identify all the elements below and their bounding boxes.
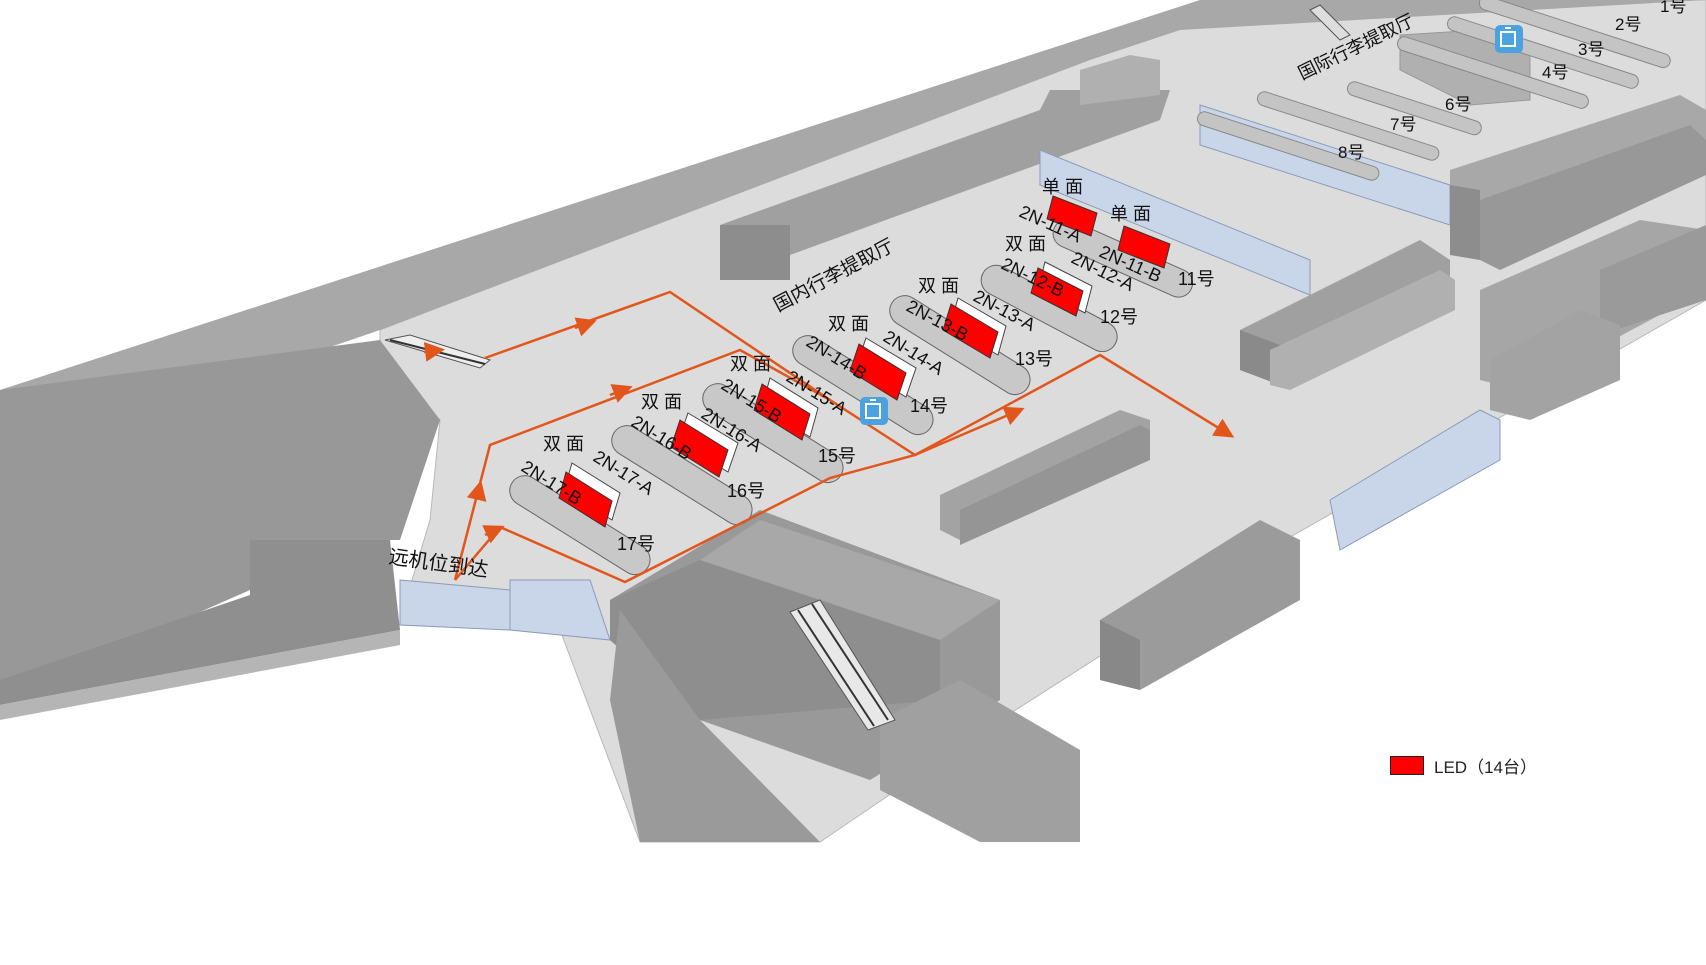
intl-belt-label: 4号 bbox=[1542, 63, 1568, 82]
led-screen-2N-16-red[interactable] bbox=[670, 419, 729, 478]
outer-wall-left bbox=[0, 340, 440, 700]
intl-belt-label: 7号 bbox=[1390, 115, 1416, 134]
route-arrow-marker bbox=[609, 384, 633, 403]
route-line-top bbox=[484, 290, 1235, 457]
belt-number: 13号 bbox=[1015, 349, 1053, 369]
intl-belt-label: 1号 bbox=[1660, 0, 1686, 16]
face-label: 双 面 bbox=[543, 434, 584, 454]
intl-belt-1 bbox=[1478, 0, 1671, 69]
route-arrow-marker bbox=[574, 317, 597, 337]
belt-number: 12号 bbox=[1100, 307, 1138, 327]
legend: LED（14台） bbox=[1390, 753, 1537, 778]
mid-top-wall-face bbox=[720, 225, 790, 280]
right-wall-block-1-face bbox=[1450, 185, 1480, 260]
face-label: 双 面 bbox=[828, 314, 869, 334]
route-arrow-marker bbox=[482, 525, 505, 544]
mid-top-wall-2 bbox=[1080, 55, 1160, 105]
domestic-belts bbox=[509, 218, 1194, 576]
mid-top-wall bbox=[720, 90, 1170, 280]
face-label: 双 面 bbox=[918, 276, 959, 296]
intl-belt-7 bbox=[1256, 91, 1440, 161]
face-label: 双 面 bbox=[730, 354, 771, 374]
intl-belt-label: 3号 bbox=[1578, 40, 1604, 59]
outer-wall-left-face bbox=[0, 540, 400, 705]
intl-belt-label: 2号 bbox=[1615, 15, 1641, 34]
route-arrow-marker bbox=[466, 480, 487, 502]
belt-number: 15号 bbox=[818, 446, 856, 466]
belt-number: 16号 bbox=[727, 481, 765, 501]
escalator-lower bbox=[789, 599, 896, 731]
intl-belt-6 bbox=[1346, 81, 1482, 136]
led-screen-2N-14-red[interactable] bbox=[849, 343, 907, 401]
led-screen-2N-12-red[interactable] bbox=[1030, 267, 1084, 317]
intl-belt-3 bbox=[1396, 36, 1589, 109]
intl-belt-label: 6号 bbox=[1445, 95, 1471, 114]
bottom-block-lower bbox=[880, 680, 1080, 842]
bottom-block-lower-face bbox=[610, 610, 820, 842]
bottom-block-right-face bbox=[1100, 620, 1140, 690]
led-screen-2N-13-red[interactable] bbox=[942, 303, 999, 359]
right-wall-block-2 bbox=[1480, 125, 1706, 270]
right-block-4 bbox=[1600, 225, 1706, 335]
bottom-block-right bbox=[1100, 520, 1300, 690]
right-divider-block-2 bbox=[1270, 270, 1455, 390]
glass-right-lower bbox=[1329, 409, 1501, 551]
outer-wall-bottom-face bbox=[0, 630, 400, 720]
intl-belt-8 bbox=[1196, 111, 1380, 181]
baggage-service-icon bbox=[860, 397, 888, 425]
face-label: 双 面 bbox=[641, 392, 682, 412]
bottom-block-left-top bbox=[700, 520, 1000, 640]
intl-belt-label: 8号 bbox=[1338, 143, 1364, 162]
led-screen-2N-11-A[interactable] bbox=[1046, 195, 1098, 237]
passenger-route bbox=[423, 290, 1235, 584]
belt-number: 14号 bbox=[910, 396, 948, 416]
led-screen-2N-17-red[interactable] bbox=[558, 471, 613, 528]
led-screens bbox=[558, 195, 1171, 528]
face-label: 单 面 bbox=[1110, 204, 1151, 224]
escalator-intl bbox=[1309, 4, 1351, 41]
face-label: 双 面 bbox=[1005, 234, 1046, 254]
belt-number: 17号 bbox=[617, 534, 655, 554]
right-block-5 bbox=[1490, 310, 1620, 420]
legend-led-swatch bbox=[1390, 756, 1424, 775]
legend-led-label: LED（14台） bbox=[1434, 758, 1537, 777]
belt-number: 11号 bbox=[1178, 269, 1215, 289]
led-screen-2N-15-red[interactable] bbox=[753, 383, 811, 441]
led-screen-2N-11-B[interactable] bbox=[1117, 225, 1171, 269]
center-block-2 bbox=[960, 425, 1150, 545]
route-arrow-marker bbox=[423, 341, 445, 362]
baggage-service-icon bbox=[1495, 25, 1523, 53]
face-label: 单 面 bbox=[1042, 177, 1083, 197]
